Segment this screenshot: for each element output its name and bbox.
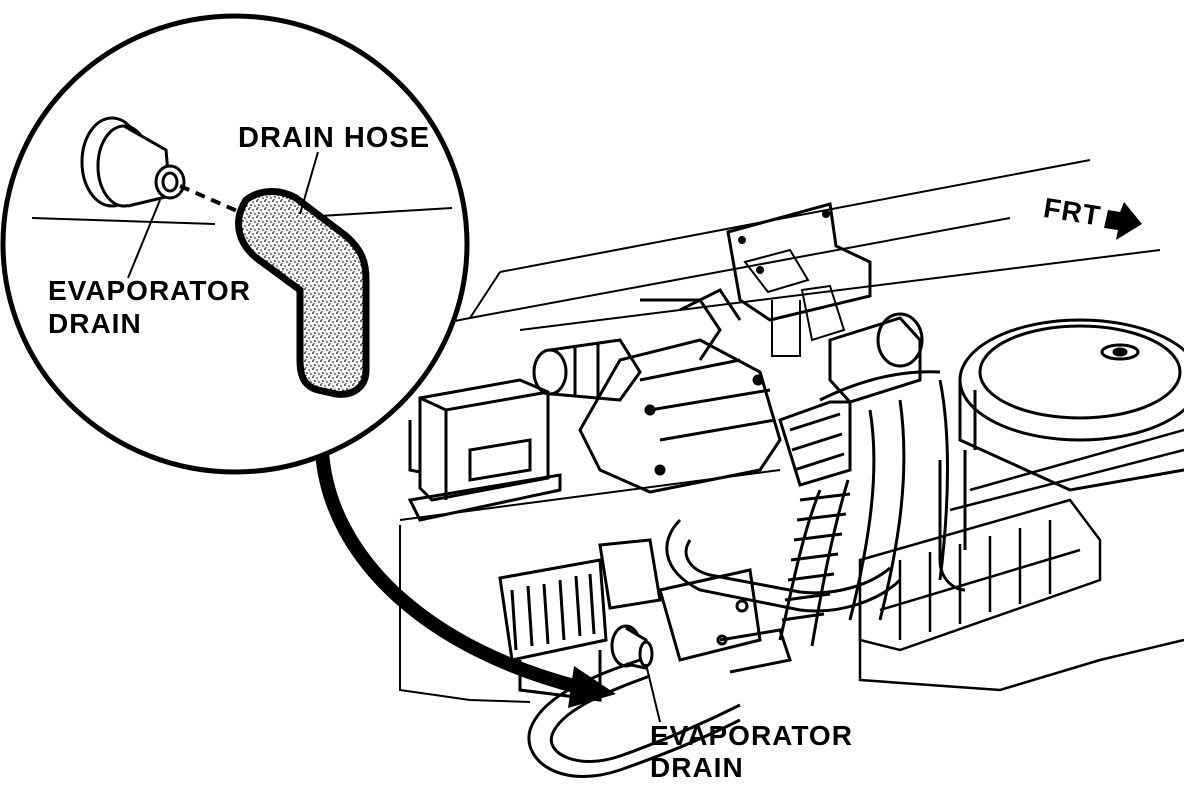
cowl-top-line: [499, 159, 1091, 273]
detail-inset: [0, 13, 470, 475]
inset-horizon-right: [319, 207, 453, 217]
evaporator-drain-nipple: [610, 624, 654, 670]
control-module-bracket: [726, 202, 872, 357]
callout-arrow-head: [568, 666, 616, 708]
inset-drain-fitting: [80, 116, 186, 208]
leader-evaporator-drain-inset: [127, 199, 161, 279]
wiring-harness: [778, 379, 949, 647]
leader-evaporator-drain-main: [645, 663, 661, 723]
leader-drain-hose: [299, 151, 319, 215]
engine-bay: [399, 159, 1184, 703]
arrow-right-icon: [1104, 202, 1142, 240]
cowl-mid-line: [469, 217, 1011, 319]
evaporator-drain-inset-label-line1: EVAPORATOR: [48, 275, 251, 306]
callout-arrow: [315, 451, 616, 708]
callout-arrow-shaft: [315, 451, 584, 695]
valve-cover: [858, 428, 1184, 692]
installed-drain-hose: [527, 658, 741, 778]
accumulator: [778, 312, 924, 487]
inset-drain-hose: [235, 188, 370, 398]
relay-box: [407, 378, 562, 522]
inset-horizon-left: [31, 217, 216, 225]
cowl-lower-line: [519, 249, 1161, 331]
evaporator-drain-main-label-line2: DRAIN: [650, 752, 744, 783]
firewall-lower-edge: [399, 525, 531, 703]
drain-hose-label: DRAIN HOSE: [238, 122, 431, 154]
evaporator-drain-main-label-line1: EVAPORATOR: [650, 720, 853, 751]
ac-line: [665, 370, 967, 613]
air-cleaner: [958, 318, 1184, 492]
inset-circle: [0, 13, 470, 475]
drain-bracket-plate: [658, 568, 792, 674]
evaporator-drain-inset-label-line2: DRAIN: [48, 308, 142, 339]
blower-motor: [532, 288, 782, 494]
multi-connector: [498, 538, 662, 702]
alignment-dashed-line: [179, 184, 245, 216]
